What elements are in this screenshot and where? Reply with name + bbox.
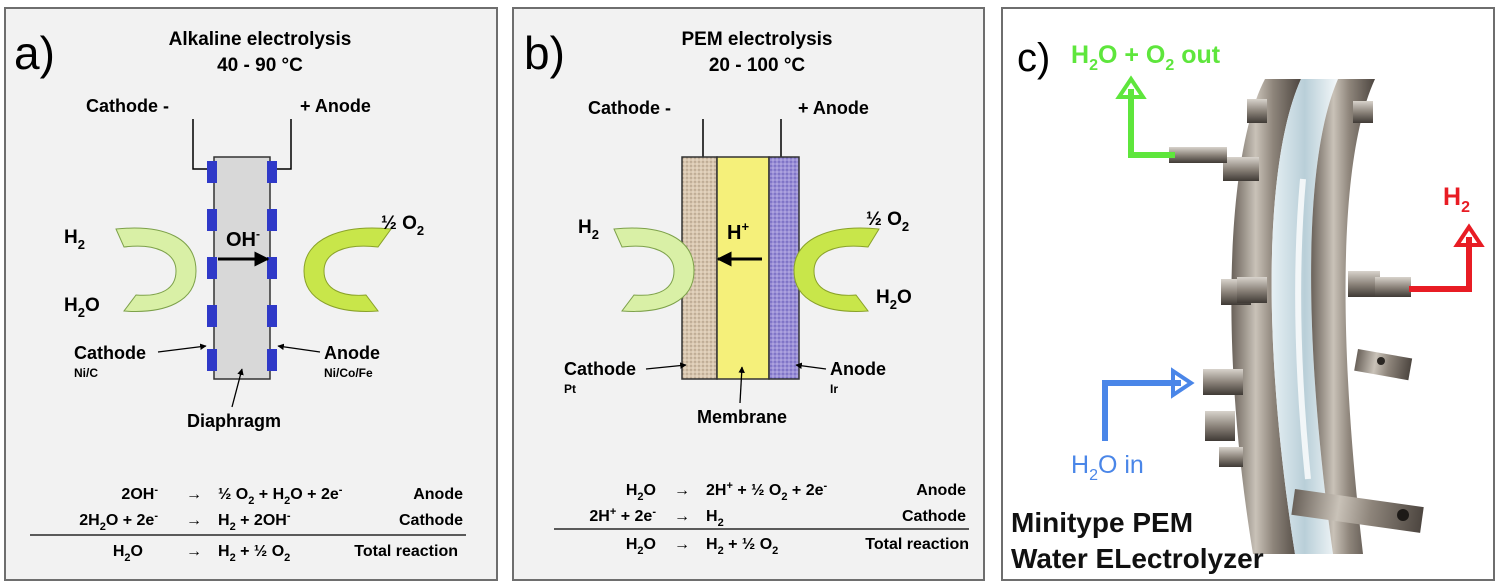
- reaction-table: 2OH- → ½ O2 + H2O + 2e- Anode 2H2O + 2e-…: [79, 484, 463, 564]
- cathode-terminal: Cathode -: [588, 98, 671, 118]
- reaction-cathode-arrow: →: [186, 512, 202, 529]
- panel-letter: a): [14, 27, 55, 79]
- alkaline-diagram: a) Alkaline electrolysis 40 - 90 °C Cath…: [14, 27, 466, 564]
- h2o-label: H2O: [64, 295, 100, 320]
- reaction-cathode-arrow: →: [674, 508, 690, 525]
- panel-letter: b): [524, 27, 565, 79]
- reaction-total-right: H2 + ½ O2: [706, 536, 778, 557]
- cathode-label: Cathode: [564, 359, 636, 379]
- panel-title: Alkaline electrolysis: [169, 29, 352, 50]
- temperature-range: 20 - 100 °C: [709, 55, 806, 76]
- panel-alkaline: a) Alkaline electrolysis 40 - 90 °C Cath…: [4, 7, 498, 581]
- anode-material: Ir: [830, 382, 838, 396]
- electrolyzer-bolts: [1169, 99, 1411, 467]
- reaction-cathode-right: H2 + 2OH-: [218, 510, 291, 533]
- h2o-label: H2O: [876, 287, 912, 312]
- reaction-anode-left: 2OH-: [121, 484, 158, 503]
- reaction-total-label: Total reaction: [354, 543, 458, 560]
- anode-material: Ni/Co/Fe: [324, 366, 373, 380]
- electrolyzer-device: [1231, 79, 1424, 554]
- reaction-cathode-label: Cathode: [399, 512, 463, 529]
- reaction-cathode-left: 2H+ + 2e-: [589, 506, 656, 525]
- panel-pem: b) PEM electrolysis 20 - 100 °C Cathode …: [512, 7, 985, 581]
- anode-gas-sheet: [793, 227, 880, 312]
- reaction-table: H2O → 2H+ + ½ O2 + 2e- Anode 2H+ + 2e- →…: [589, 480, 969, 557]
- h2-out-arrow-head: [1453, 223, 1485, 247]
- reaction-total-left: H2O: [626, 536, 656, 557]
- temperature-range: 40 - 90 °C: [217, 55, 303, 76]
- separator-label: Membrane: [697, 407, 787, 427]
- ion-label: OH-: [226, 227, 260, 251]
- reaction-total-right: H2 + ½ O2: [218, 543, 290, 564]
- reaction-anode-right: 2H+ + ½ O2 + 2e-: [706, 480, 828, 503]
- outlet-arrow-head: [1115, 75, 1147, 99]
- h2-out-label: H2: [1443, 183, 1470, 216]
- anode-terminal: + Anode: [798, 98, 869, 118]
- reaction-anode-arrow: →: [674, 482, 690, 499]
- outlet-arrow: [1128, 89, 1175, 158]
- reaction-total-arrow: →: [674, 536, 690, 553]
- separator-pointer: [738, 366, 745, 404]
- ion-label: H+: [727, 219, 749, 244]
- electrolyzer-photo: c) H2O + O2 out H2 H2O in Minitype PEM W…: [1011, 36, 1485, 574]
- electrolyte-cell: [213, 156, 271, 380]
- outlet-label: H2O + O2 out: [1071, 41, 1221, 74]
- cathode-pointer: [157, 343, 207, 353]
- reaction-cathode-right: H2: [706, 508, 724, 529]
- reaction-anode-left: H2O: [626, 482, 656, 503]
- panel-letter: c): [1017, 36, 1050, 80]
- panel-title: PEM electrolysis: [681, 29, 832, 50]
- panel-photo: c) H2O + O2 out H2 H2O in Minitype PEM W…: [1001, 7, 1495, 581]
- cathode-material: Ni/C: [74, 366, 98, 380]
- reaction-cathode-label: Cathode: [902, 508, 966, 525]
- h2o-in-arrow-head: [1171, 367, 1195, 399]
- anode-terminal: + Anode: [300, 96, 371, 116]
- o2-label: ½ O2: [866, 209, 909, 234]
- reaction-total-label: Total reaction: [865, 536, 969, 553]
- reaction-cathode-left: 2H2O + 2e-: [79, 510, 158, 533]
- cathode-gas-sheet: [613, 227, 695, 312]
- anode-pointer: [795, 362, 827, 370]
- pem-diagram: b) PEM electrolysis 20 - 100 °C Cathode …: [524, 27, 969, 557]
- h2o-in-label: H2O in: [1071, 451, 1144, 484]
- anode-gas-sheet: [303, 227, 392, 312]
- reaction-anode-label: Anode: [413, 486, 463, 503]
- anode-pointer: [277, 343, 321, 353]
- membrane-layer: [716, 156, 770, 380]
- cathode-material: Pt: [564, 382, 576, 396]
- h2-label: H2: [578, 217, 599, 242]
- reaction-total-arrow: →: [186, 543, 202, 560]
- anode-electrodes: [267, 161, 277, 371]
- cathode-terminal: Cathode -: [86, 96, 169, 116]
- reaction-anode-label: Anode: [916, 482, 966, 499]
- caption-line1: Minitype PEM: [1011, 507, 1193, 538]
- reaction-total-left: H2O: [113, 543, 143, 564]
- reaction-anode-right: ½ O2 + H2O + 2e-: [218, 484, 343, 507]
- reaction-anode-arrow: →: [186, 486, 202, 503]
- o2-label: ½ O2: [381, 213, 424, 238]
- separator-label: Diaphragm: [187, 411, 281, 431]
- anode-label: Anode: [324, 343, 380, 363]
- anode-label: Anode: [830, 359, 886, 379]
- cathode-electrodes: [207, 161, 217, 371]
- cathode-pointer: [645, 362, 687, 370]
- separator-pointer: [231, 368, 244, 408]
- cathode-gas-sheet: [115, 227, 197, 312]
- h2-label: H2: [64, 227, 85, 252]
- h2o-in-arrow: [1102, 380, 1181, 441]
- h2-out-arrow: [1409, 237, 1472, 292]
- cathode-label: Cathode: [74, 343, 146, 363]
- caption-line2: Water ELectrolyzer: [1011, 543, 1264, 574]
